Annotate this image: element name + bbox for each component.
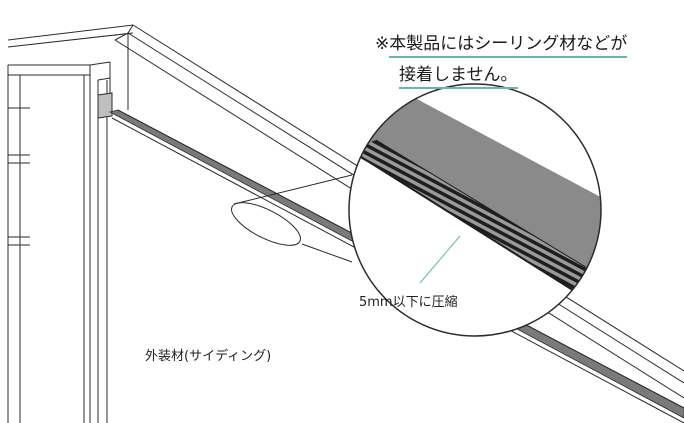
note-mark: ※ — [375, 34, 390, 54]
note-text-line-2: 接着しません。 — [399, 65, 518, 89]
siding-label: 外装材(サイディング) — [145, 349, 272, 364]
compression-label: 5mm以下に圧縮 — [359, 295, 458, 310]
compression-leader — [419, 235, 461, 284]
magnifier-circle — [348, 83, 602, 337]
warning-note-line-1: ※本製品にはシーリング材などが — [375, 33, 628, 58]
corner-bracket — [97, 92, 113, 119]
note-text-line-1: 本製品にはシーリング材などが — [389, 34, 628, 58]
warning-note-line-2: 接着しません。 — [399, 64, 518, 89]
siding-wall — [7, 61, 111, 423]
callout-lines — [231, 174, 353, 263]
